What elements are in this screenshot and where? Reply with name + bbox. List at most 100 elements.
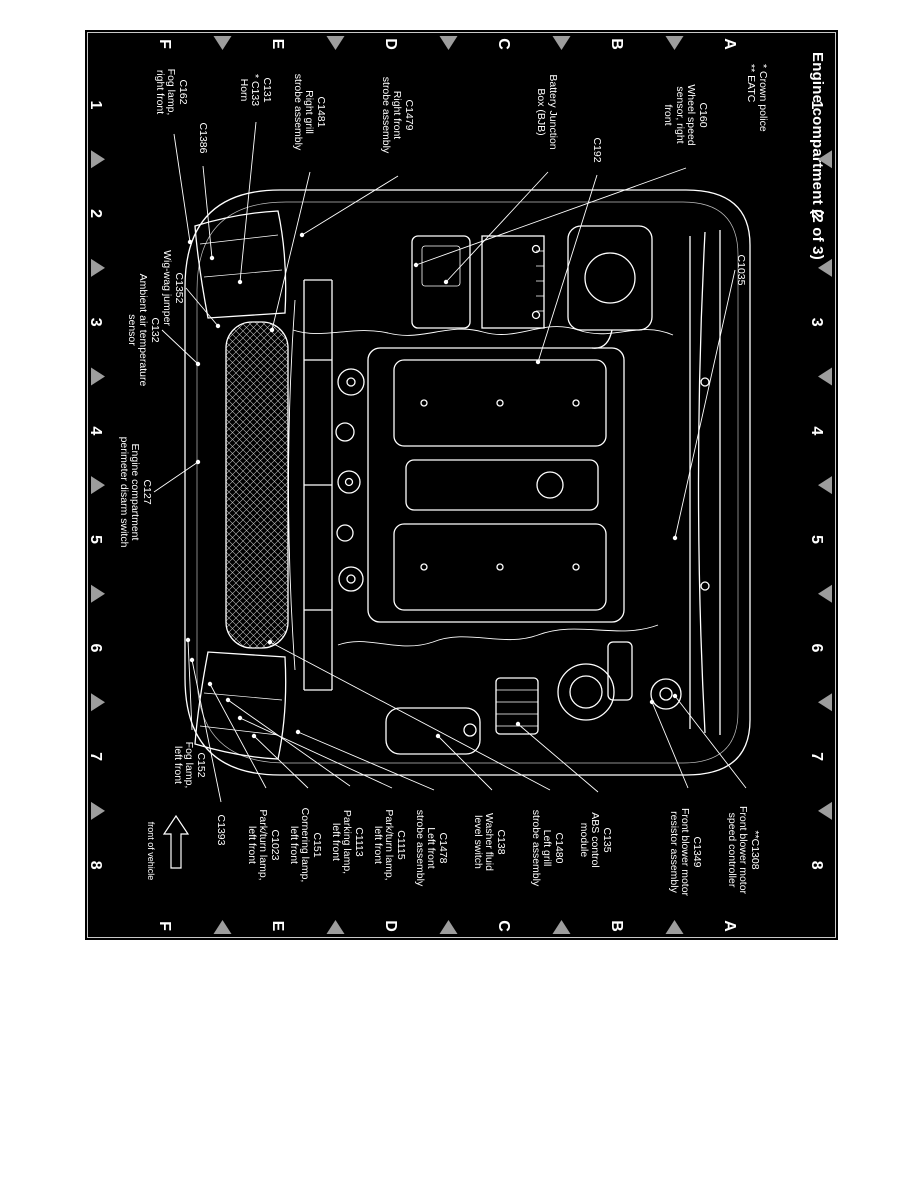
grid-col-bottom-2: 2 [87, 209, 104, 218]
abs-module [495, 677, 539, 735]
grid-col-bottom-5: 5 [87, 535, 104, 544]
blower-motor [650, 678, 682, 710]
grid-col-bottom-6: 6 [87, 644, 104, 653]
edge-marker-icon [665, 36, 684, 50]
grid-row-left-B: B [608, 38, 625, 50]
connector-dot-C1308 [672, 693, 678, 699]
connector-dot-C135 [515, 721, 521, 727]
grid-row-left-C: C [495, 38, 512, 50]
connector-dot-C1352 [215, 323, 221, 329]
leader-line-C1308 [674, 695, 747, 789]
leader-line-C151 [253, 735, 309, 789]
connector-dot-C1349 [649, 699, 655, 705]
grid-col-top-6: 6 [808, 644, 825, 653]
grid-col-bottom-1: 1 [87, 101, 104, 110]
leader-line-C152 [187, 639, 193, 731]
diagram-page: Engine compartment (2 of 3) [85, 30, 838, 940]
connector-dot-C127 [195, 459, 201, 465]
leader-line-BJB [445, 171, 549, 283]
radiator-support [303, 279, 333, 691]
leader-line-C1480 [269, 641, 551, 791]
grid-row-left-E: E [269, 39, 286, 50]
connector-dot-C1479 [299, 232, 305, 238]
edge-marker-icon [326, 36, 345, 50]
edge-marker-icon [552, 920, 571, 934]
leader-line-C1481 [271, 171, 311, 331]
throttle-body [536, 471, 564, 499]
grid-row-left-A: A [721, 38, 738, 50]
leader-line-C1479 [301, 175, 399, 236]
connector-dot-C160 [413, 262, 419, 268]
grid-col-top-1: 1 [808, 101, 825, 110]
edge-marker-icon [818, 584, 832, 603]
leader-line-C1386 [202, 165, 213, 259]
edge-marker-icon [818, 150, 832, 169]
edge-marker-icon [91, 584, 105, 603]
connector-dot-C1115 [237, 715, 243, 721]
grid-col-bottom-8: 8 [87, 861, 104, 870]
hood-inner-line [196, 201, 739, 764]
wiper-pivot-icon [700, 581, 710, 591]
intake-manifold [405, 459, 599, 511]
front-of-vehicle-arrow-icon [162, 814, 190, 869]
connector-dot-C162 [187, 239, 193, 245]
pulley [337, 470, 361, 494]
grid-col-top-3: 3 [808, 318, 825, 327]
wiper-pivot-icon [700, 377, 710, 387]
connector-dot-C138 [435, 733, 441, 739]
car-body-outline [184, 189, 751, 776]
engine-compartment-diagram [184, 189, 751, 776]
leader-line-C160 [415, 167, 687, 266]
grid-row-right-A: A [721, 920, 738, 932]
grid-col-top-2: 2 [808, 209, 825, 218]
rotated-page-wrapper: Engine compartment (2 of 3) [85, 30, 838, 940]
leader-line-C1478 [297, 731, 435, 791]
grid-row-right-E: E [269, 921, 286, 932]
edge-marker-icon [818, 801, 832, 820]
leader-line-C1035 [674, 269, 736, 539]
leader-line-C1393 [191, 659, 222, 803]
grid-col-top-8: 8 [808, 861, 825, 870]
washer-reservoir [385, 707, 481, 755]
edge-marker-icon [439, 920, 458, 934]
connector-dot-C152 [185, 637, 191, 643]
leader-line-C132 [161, 329, 199, 365]
grid-row-right-C: C [495, 920, 512, 932]
battery [481, 235, 545, 329]
leader-lines [153, 121, 747, 803]
edge-marker-icon [818, 258, 832, 277]
connector-dot-BJB [443, 279, 449, 285]
leader-line-C1115 [239, 717, 393, 789]
connector-dot-C151 [251, 733, 257, 739]
battery-junction-box [411, 235, 471, 329]
headlamp [194, 651, 287, 760]
edge-marker-icon [552, 36, 571, 50]
leader-line-C1349 [651, 701, 689, 789]
connector-dot-C1023 [207, 681, 213, 687]
callout-C1386: C1386 [197, 122, 209, 154]
grid-row-right-B: B [608, 920, 625, 932]
leader-line-C1352 [185, 287, 219, 327]
grid-col-bottom-3: 3 [87, 318, 104, 327]
master-cylinder [607, 641, 633, 701]
callout-C1393: C1393 [215, 814, 227, 846]
connector-dot-C1393 [189, 657, 195, 663]
wiring-harness [292, 326, 674, 647]
connector-dot-C1481 [269, 327, 275, 333]
connector-dot-C1478 [295, 729, 301, 735]
grid-row-right-D: D [382, 920, 399, 932]
grid-col-bottom-4: 4 [87, 426, 104, 435]
headlamp [194, 210, 287, 319]
grid-row-right-F: F [156, 921, 173, 931]
leader-line-C135 [517, 723, 599, 793]
front-of-vehicle-label: front of vehicle [146, 821, 156, 881]
